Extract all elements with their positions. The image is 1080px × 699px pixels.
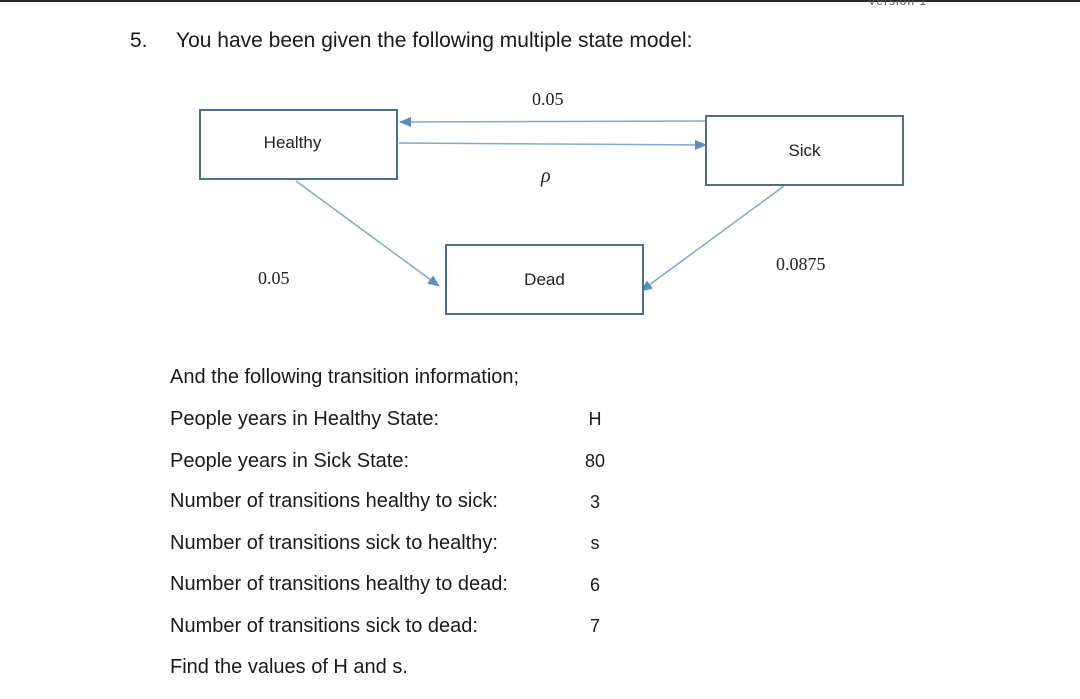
row-value-sick-to-healthy: s (590, 533, 600, 553)
row-label-healthy-years: People years in Healthy State: (170, 408, 440, 430)
arrow-sick-to-healthy (399, 116, 706, 127)
question-intro: You have been given the following multip… (176, 29, 693, 52)
row-label-healthy-to-sick: Number of transitions healthy to sick: (170, 490, 498, 512)
state-sick-label: Sick (788, 141, 821, 160)
state-model-diagram: Healthy Sick Dead 0.05 ρ 0.05 0.0875 (0, 0, 1080, 340)
row-value-sick-to-dead: 7 (589, 616, 600, 636)
row-label-sick-years: People years in Sick State: (170, 450, 410, 472)
row-label-healthy-to-dead: Number of transitions healthy to dead: (170, 573, 508, 595)
state-healthy: Healthy (199, 109, 398, 180)
rate-sick-to-healthy: 0.05 (532, 89, 564, 109)
row-value-sick-years: 80 (584, 451, 606, 471)
closing-instruction: Find the values of H and s. (170, 656, 408, 678)
arrow-healthy-to-dead (295, 180, 440, 287)
rate-healthy-to-sick: ρ (541, 165, 551, 187)
top-rule (0, 0, 1080, 2)
rate-healthy-to-dead: 0.05 (258, 268, 290, 288)
state-healthy-label: Healthy (263, 133, 322, 152)
transition-arrows (295, 116, 785, 292)
row-label-sick-to-healthy: Number of transitions sick to healthy: (170, 532, 498, 554)
row-value-healthy-to-sick: 3 (589, 492, 600, 512)
question-number: 5. (130, 29, 148, 52)
arrow-sick-to-dead (640, 185, 785, 292)
state-dead: Dead (445, 244, 644, 315)
row-value-healthy-years: H (588, 409, 602, 429)
row-value-healthy-to-dead: 6 (589, 575, 600, 595)
arrow-healthy-to-sick (398, 139, 707, 150)
rate-sick-to-dead: 0.0875 (776, 254, 826, 274)
state-sick: Sick (705, 115, 904, 186)
version-fragment: Version 1 (868, 0, 928, 8)
transition-info-title: And the following transition information… (170, 366, 520, 388)
row-label-sick-to-dead: Number of transitions sick to dead: (170, 615, 478, 637)
state-dead-label: Dead (524, 270, 565, 289)
